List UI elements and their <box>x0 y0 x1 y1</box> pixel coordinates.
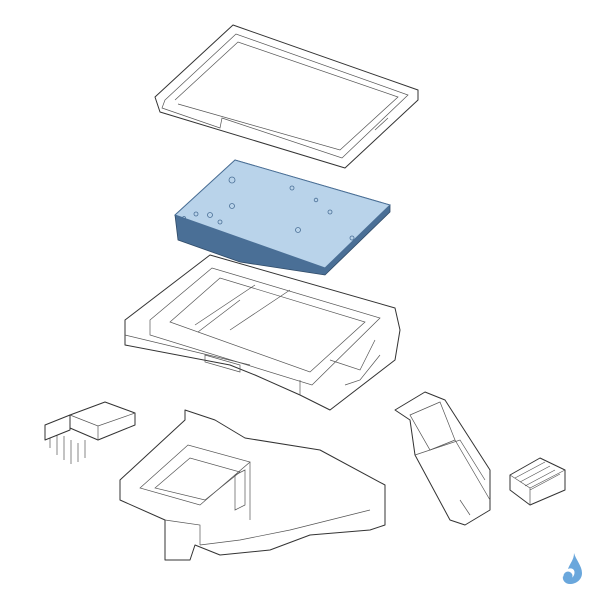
base-tray <box>119 409 386 561</box>
housing-frame <box>124 254 401 411</box>
circuit-board <box>174 159 391 276</box>
mounting-bracket <box>394 391 491 526</box>
terminal-block <box>509 457 566 506</box>
heatsink <box>44 401 136 464</box>
top-cover <box>154 24 419 169</box>
water-drop-logo-icon <box>562 553 582 584</box>
